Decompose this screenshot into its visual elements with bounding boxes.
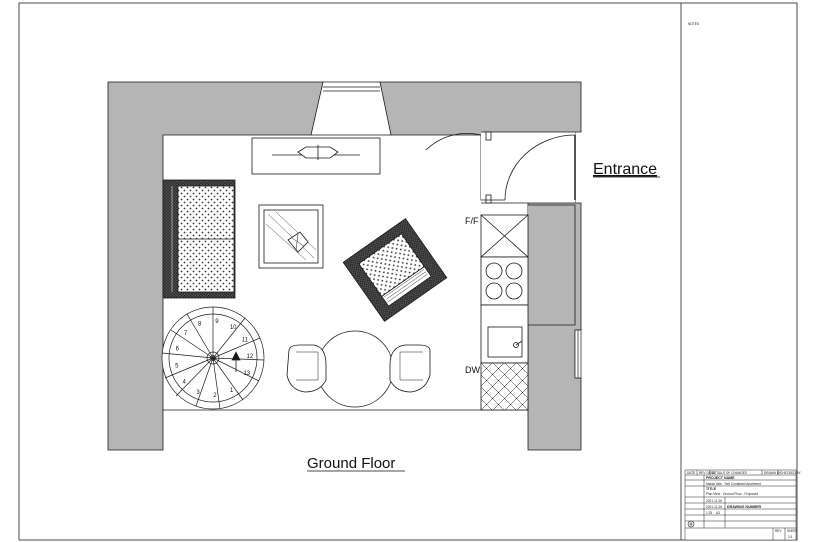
sheet-label: SHEET xyxy=(787,529,798,533)
rev-col-details: DETAILS OF CHANGES xyxy=(712,471,747,475)
project-name: Maida Vale - Self Contained Apartment xyxy=(706,482,761,486)
stair-step-number: 7 xyxy=(184,331,188,337)
title-block-text: DATE REV DESC DETAILS OF CHANGES DRAWN B… xyxy=(687,471,802,539)
stair-step-number: 8 xyxy=(198,322,202,328)
stair-step-number: 11 xyxy=(242,338,249,344)
title-block xyxy=(684,469,797,541)
stair-step-number: 9 xyxy=(215,319,219,325)
kitchen-units xyxy=(480,214,529,411)
armchair xyxy=(342,218,448,322)
ground-floor-label: Ground Floor xyxy=(307,455,395,472)
date-2: 2021-11-26 xyxy=(706,505,722,509)
top-window-opening xyxy=(323,81,380,92)
drawing-title: Plan View - Ground Floor - Proposed xyxy=(706,492,758,496)
date-1: 2021-11-26 xyxy=(706,499,722,503)
stair-step-number: 10 xyxy=(230,325,237,331)
side-window xyxy=(574,329,582,379)
title-label: TITLE xyxy=(706,487,717,491)
entrance-label: Entrance xyxy=(593,161,657,178)
paper-size: A3 xyxy=(716,511,720,515)
dishwasher-label: DW xyxy=(465,365,480,375)
spiral-staircase xyxy=(161,306,265,410)
sofa xyxy=(162,179,236,299)
stair-step-number: 3 xyxy=(196,390,200,396)
rev-label: REV xyxy=(775,529,782,533)
stair-step-number: 12 xyxy=(247,354,254,360)
sheet-value: 1/1 xyxy=(788,535,793,539)
stair-step-number: 6 xyxy=(176,346,180,352)
stair-step-number: 1 xyxy=(230,388,234,394)
rev-col-date: DATE xyxy=(687,471,695,475)
firm-logo xyxy=(687,520,695,528)
console-table xyxy=(251,137,381,175)
rev-col-drawn: DRAWN BY xyxy=(764,471,782,475)
coffee-table xyxy=(258,204,324,269)
rev-col-desc: REV DESC xyxy=(699,471,716,475)
rev-col-checked: CHECKED BY xyxy=(780,471,802,475)
entrance-door xyxy=(425,131,576,204)
notes-heading: NOTES xyxy=(688,22,699,26)
project-name-label: PROJECT NAME xyxy=(706,476,735,480)
sheet-border xyxy=(18,2,798,541)
stair-step-number: 4 xyxy=(183,379,187,385)
stair-step-number: 13 xyxy=(243,371,250,377)
fridge-freezer-label: F/F xyxy=(465,216,479,226)
dining-set xyxy=(286,330,431,408)
stair-step-number: 2 xyxy=(213,393,217,399)
stair-step-number: 5 xyxy=(175,364,179,370)
scale-value: 1:25 xyxy=(706,511,712,515)
drawing-number-label: DRAWING NUMBER xyxy=(727,505,762,509)
